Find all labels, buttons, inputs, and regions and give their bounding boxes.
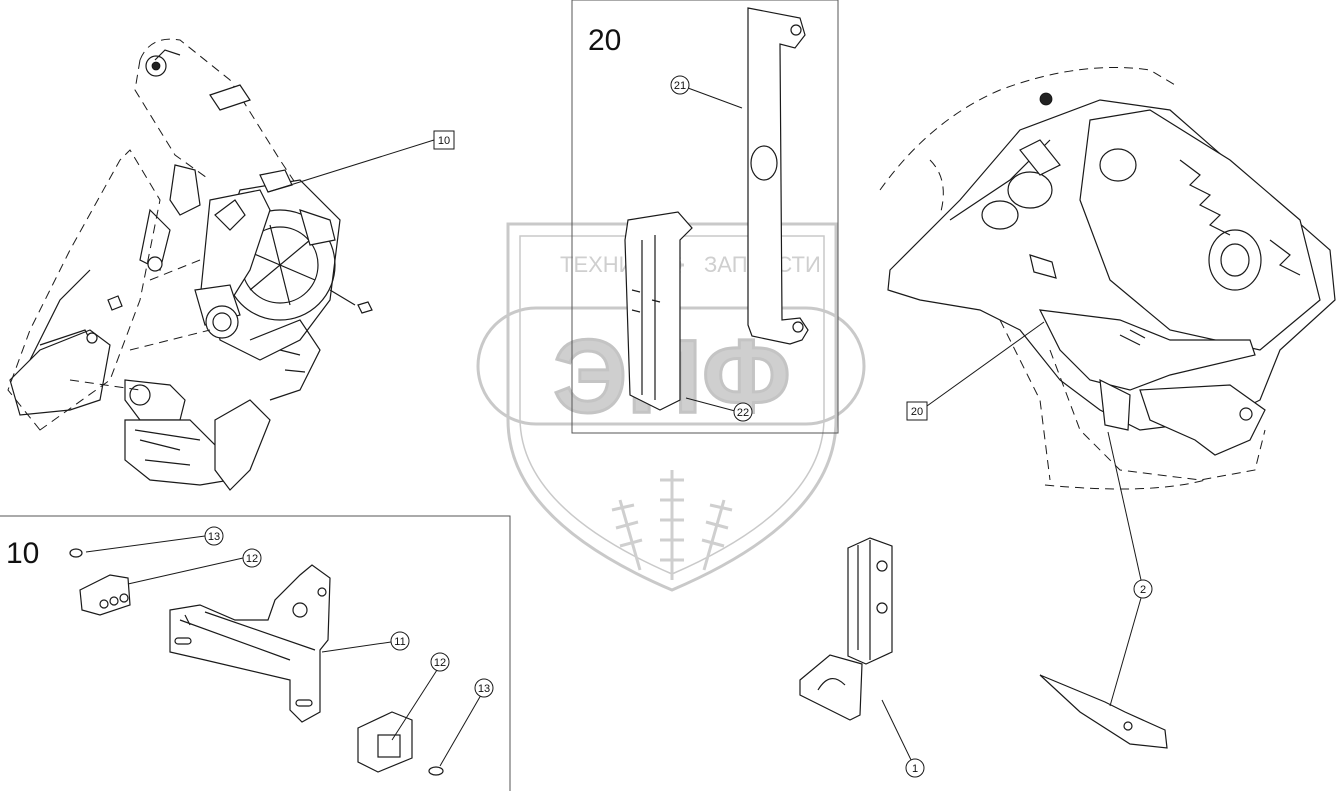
svg-text:13: 13 [478,683,490,695]
watermark-wheat [611,470,733,580]
svg-text:1: 1 [912,763,918,775]
callout-10-main[interactable]: 10 [433,130,455,150]
group-20-parts [624,7,809,411]
watermark-shield [506,222,838,592]
svg-text:21: 21 [674,80,686,92]
leader-lines [85,87,1142,767]
part-21-strip [747,7,809,345]
svg-text:2: 2 [1140,584,1146,596]
group-10-frame [0,515,511,791]
svg-text:11: 11 [394,636,405,648]
callout-13-bottom[interactable]: 13 [474,678,494,698]
callout-22[interactable]: 22 [733,402,753,422]
part-2-blade [1039,674,1168,749]
svg-text:10: 10 [438,135,450,147]
group-20-frame [571,0,839,434]
part-13-bottom-screw [428,766,444,776]
callout-1[interactable]: 1 [905,758,925,778]
group-10-label: 10 [6,537,39,570]
callout-2[interactable]: 2 [1133,579,1153,599]
callout-20-main[interactable]: 20 [906,401,928,421]
part-11-bracket [169,564,331,723]
part-1-bracket [799,537,893,721]
left-assembly [7,38,373,491]
callout-13-top[interactable]: 13 [204,526,224,546]
callout-11[interactable]: 11 [390,631,410,651]
part-13-top-screw [69,548,83,558]
svg-text:20: 20 [911,406,923,418]
right-assembly [879,67,1336,490]
callout-21[interactable]: 21 [670,75,690,95]
svg-text:22: 22 [737,407,749,419]
part-12-top-block [79,574,131,616]
svg-text:13: 13 [208,531,220,543]
group-10-parts [69,548,444,776]
svg-text:12: 12 [246,553,258,565]
svg-text:12: 12 [434,657,446,669]
callout-12-bottom[interactable]: 12 [430,652,450,672]
group-20-label: 20 [588,24,621,57]
callout-12-top[interactable]: 12 [242,548,262,568]
